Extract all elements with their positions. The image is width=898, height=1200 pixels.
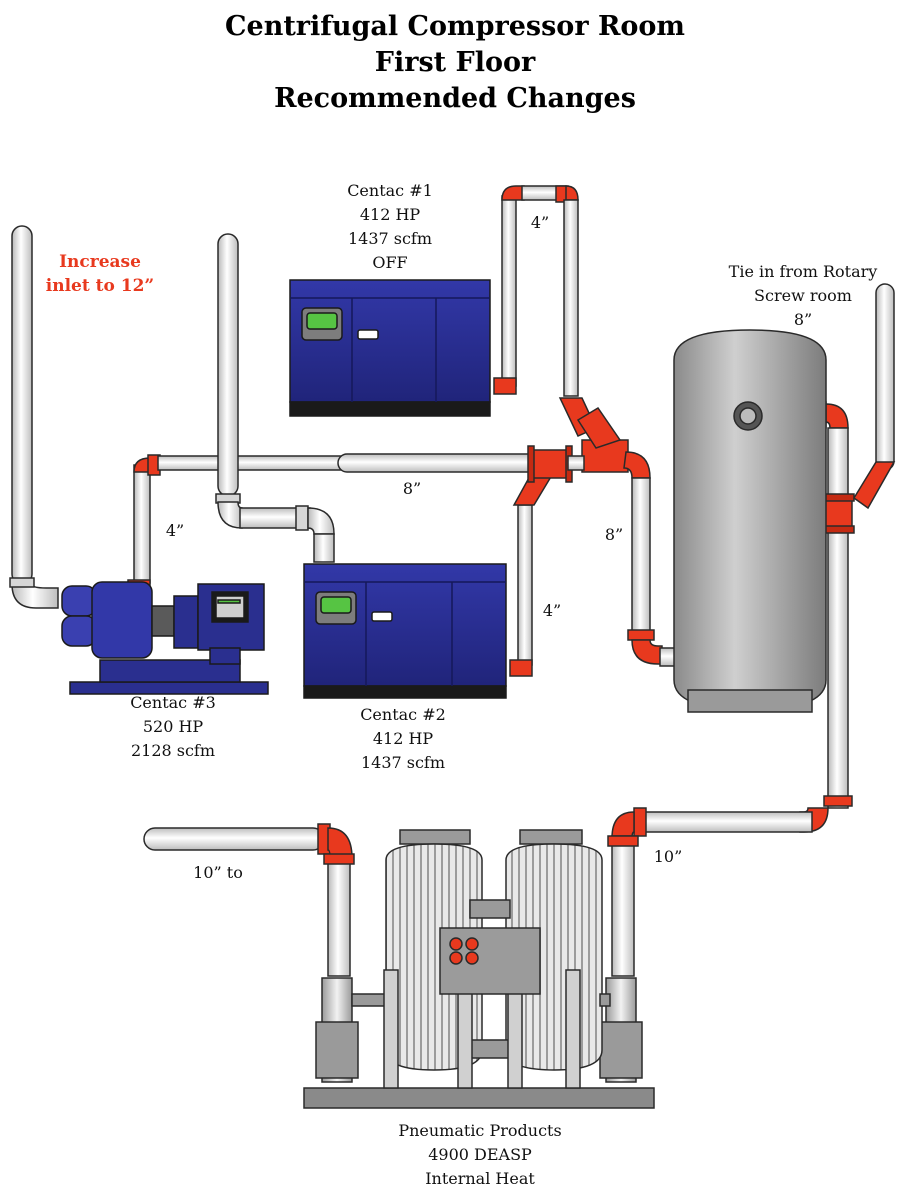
increase-inlet-annotation: Increase inlet to 12” [46,252,154,296]
centac2-inlet-pipe [217,233,239,497]
centac3-name: Centac #3 [130,693,216,712]
pipe-label-header-8in: 8” [403,479,421,498]
centac3-inlet-pipe [11,225,33,585]
desiccant-dryer [303,829,655,1109]
pipe-label-tank-8in: 8” [605,525,623,544]
centac-2-label: Centac #2 412 HP 1437 scfm [360,705,446,772]
pipe-label-c2-4in: 4” [543,601,561,620]
pipe-label-c1-4in: 4” [531,213,549,232]
pipe-network [9,185,896,977]
title-line-3: Recommended Changes [274,83,636,114]
centac1-hp: 412 HP [360,205,421,224]
centac2-discharge-pipe [517,504,533,666]
centac-2-compressor [303,563,507,699]
dryer-outlet-pipe-10in [143,827,325,851]
centac2-name: Centac #2 [360,705,446,724]
dryer-line-3: Internal Heat [425,1169,535,1188]
pipe-size-labels: 4” 4” 4” 8” 8” 10” 10” to [166,213,682,882]
title-line-1: Centrifugal Compressor Room [225,11,685,42]
centac-3-label: Centac #3 520 HP 2128 scfm [130,693,216,760]
annotation-line-2: inlet to 12” [46,276,154,296]
header-pipe-8in [337,453,539,473]
centac1-flow: 1437 scfm [348,229,432,248]
pipe-label-outlet-10in: 10” [654,847,683,866]
header-pipe-left [157,455,349,471]
pipe-label-to-10in: 10” to [193,863,243,882]
rotary-tie-in-label: Tie in from Rotary Screw room 8” [729,262,878,329]
receiver-inlet-pipe [631,477,651,639]
dryer-label: Pneumatic Products 4900 DEASP Internal H… [398,1121,561,1188]
rotary-line-2: Screw room [754,286,852,305]
centac3-discharge-pipe [133,464,151,584]
centac1-discharge-down [563,199,579,397]
dryer-line-1: Pneumatic Products [398,1121,561,1140]
centac3-hp: 520 HP [143,717,204,736]
centac1-status: OFF [372,253,407,272]
dryer-inlet-pipe-10in [641,811,813,833]
annotation-line-1: Increase [59,252,141,272]
centac3-flow: 2128 scfm [131,741,215,760]
centac-1-compressor [289,279,491,417]
dryer-line-2: 4900 DEASP [428,1145,532,1164]
rotary-size: 8” [794,310,812,329]
diagram-title: Centrifugal Compressor Room First Floor … [225,11,685,114]
centac2-flow: 1437 scfm [361,753,445,772]
air-receiver-tank [673,329,827,713]
rotary-line-1: Tie in from Rotary [729,262,878,281]
centac1-name: Centac #1 [347,181,433,200]
centac1-discharge-up [501,195,517,387]
centac-3-compressor [61,581,269,695]
title-line-2: First Floor [375,47,536,78]
rotary-tie-in-pipe [875,283,895,471]
pipe-label-c3-4in: 4” [166,521,184,540]
centac2-hp: 412 HP [373,729,434,748]
header-tee-fitting [529,449,569,479]
receiver-drop-pipe [827,427,849,809]
centac-1-label: Centac #1 412 HP 1437 scfm OFF [347,181,433,272]
